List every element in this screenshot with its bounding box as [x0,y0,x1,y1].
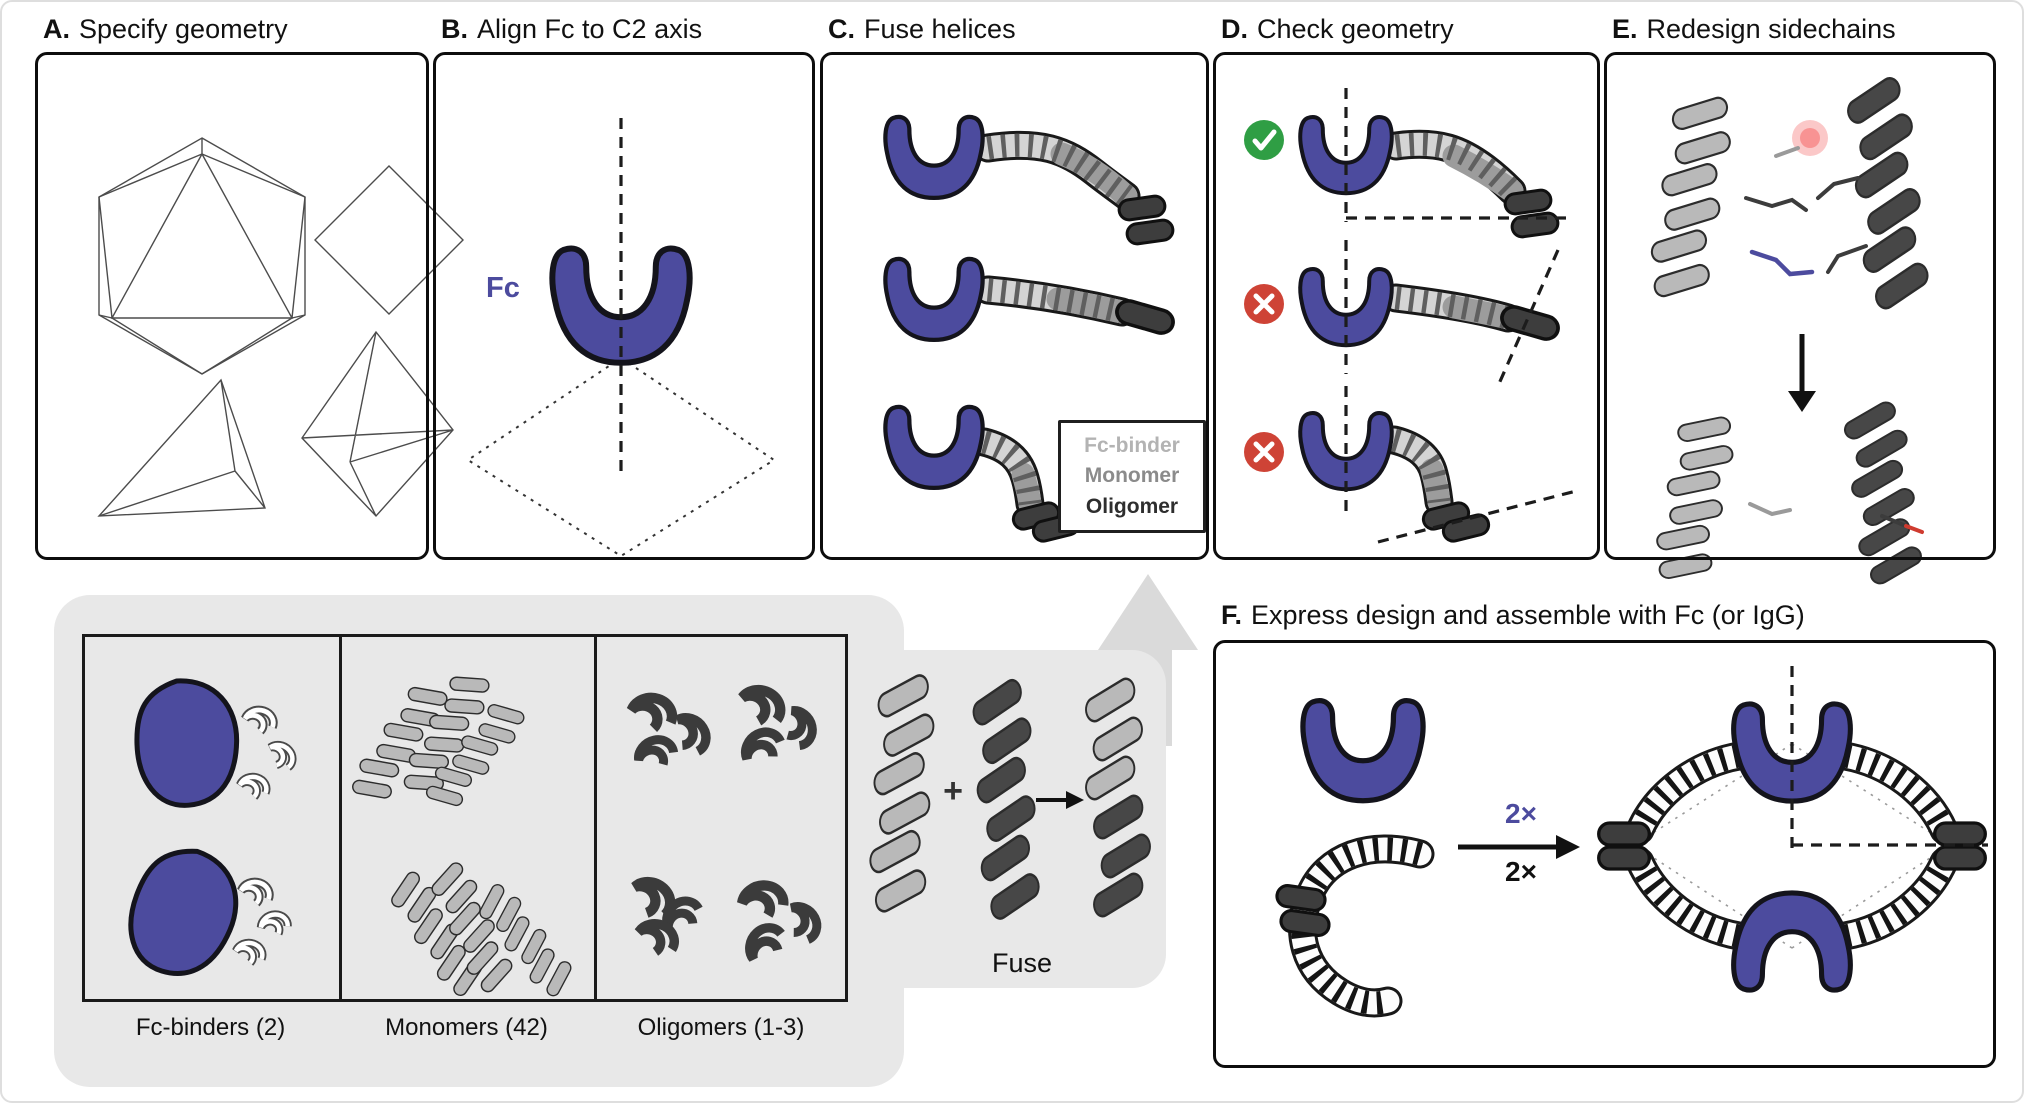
clash-highlight-core [1800,128,1820,148]
library-divider-2 [594,634,597,1002]
fused-design-1 [885,117,1176,247]
icosahedron-wireframe [98,137,306,375]
panel-b-title: B. Align Fc to C2 axis [441,14,702,45]
design-multiplier: 2× [1505,856,1537,887]
panel-f-letter: F. [1221,600,1243,630]
panel-c [820,52,1209,560]
fc-multiplier: 2× [1505,798,1537,829]
panel-d [1213,52,1600,560]
redesign-arrow [1788,334,1816,412]
tetrahedron-wireframe [97,378,266,517]
panel-a-art [97,137,464,518]
panel-b-letter: B. [441,14,468,44]
panel-e-letter: E. [1612,14,1638,44]
library-label-monomers: Monomers (42) [385,1014,548,1041]
color-legend: Fc-binder Monomer Oligomer [1058,420,1206,534]
library-art [123,662,1155,1005]
panel-f [1213,640,1996,1068]
geometry-check-pass [1244,88,1572,240]
geometry-check-fail-1 [1244,240,1563,387]
panel-a [35,52,429,560]
panel-e-title: E. Redesign sidechains [1612,14,1896,45]
panel-c-title-text: Fuse helices [864,14,1016,44]
plus-sign: + [943,772,963,810]
dihedral-wireframe [314,165,464,315]
assemble-arrow [1458,835,1580,859]
cross-icon [1244,284,1284,324]
legend-fc-binder: Fc-binder [1084,434,1180,457]
cross-icon [1244,432,1284,472]
panel-a-title: A. Specify geometry [43,14,288,45]
fuse-art [863,668,1155,925]
blue-sidechain-stick [1749,249,1815,277]
panel-a-title-text: Specify geometry [79,14,288,44]
panel-e-title-text: Redesign sidechains [1646,14,1896,44]
assembled-ring [1597,666,1988,990]
panel-d-letter: D. [1221,14,1248,44]
library-label-fc-binders: Fc-binders (2) [135,1014,286,1041]
check-icon [1244,120,1284,160]
fuse-arrow [1036,791,1084,809]
panel-f-title: F. Express design and assemble with Fc (o… [1221,600,1805,631]
fc-label: Fc [486,272,520,304]
geometry-check-fail-2 [1244,386,1581,545]
panel-d-art [1244,88,1581,545]
panel-d-title-text: Check geometry [1257,14,1454,44]
fused-design-3 [885,407,1083,545]
red-sidechain-tip [1904,524,1924,534]
panel-d-title: D. Check geometry [1221,14,1454,45]
legend-oligomer: Oligomer [1085,494,1179,518]
panel-f-title-text: Express design and assemble with Fc (or … [1251,600,1805,630]
panel-c-art [885,117,1178,545]
panel-e-art [1640,71,1936,590]
panel-a-letter: A. [43,14,70,44]
octahedron-wireframe [301,330,454,518]
fuse-label: Fuse [991,948,1053,978]
panel-b [433,52,815,560]
panel-c-letter: C. [828,14,855,44]
library-label-oligomers: Oligomers (1-3) [637,1014,805,1041]
library-box [82,634,848,1002]
clash-highlight [1792,120,1828,156]
panel-e [1604,52,1996,560]
fused-design-2 [885,259,1178,340]
panel-b-art [466,118,776,558]
panel-f-art [1274,666,1988,1018]
panel-c-title: C. Fuse helices [828,14,1016,45]
library-divider-1 [339,634,342,1002]
legend-monomer: Monomer [1084,464,1180,488]
panel-b-title-text: Align Fc to C2 axis [477,14,703,44]
design-component [1274,834,1435,1018]
